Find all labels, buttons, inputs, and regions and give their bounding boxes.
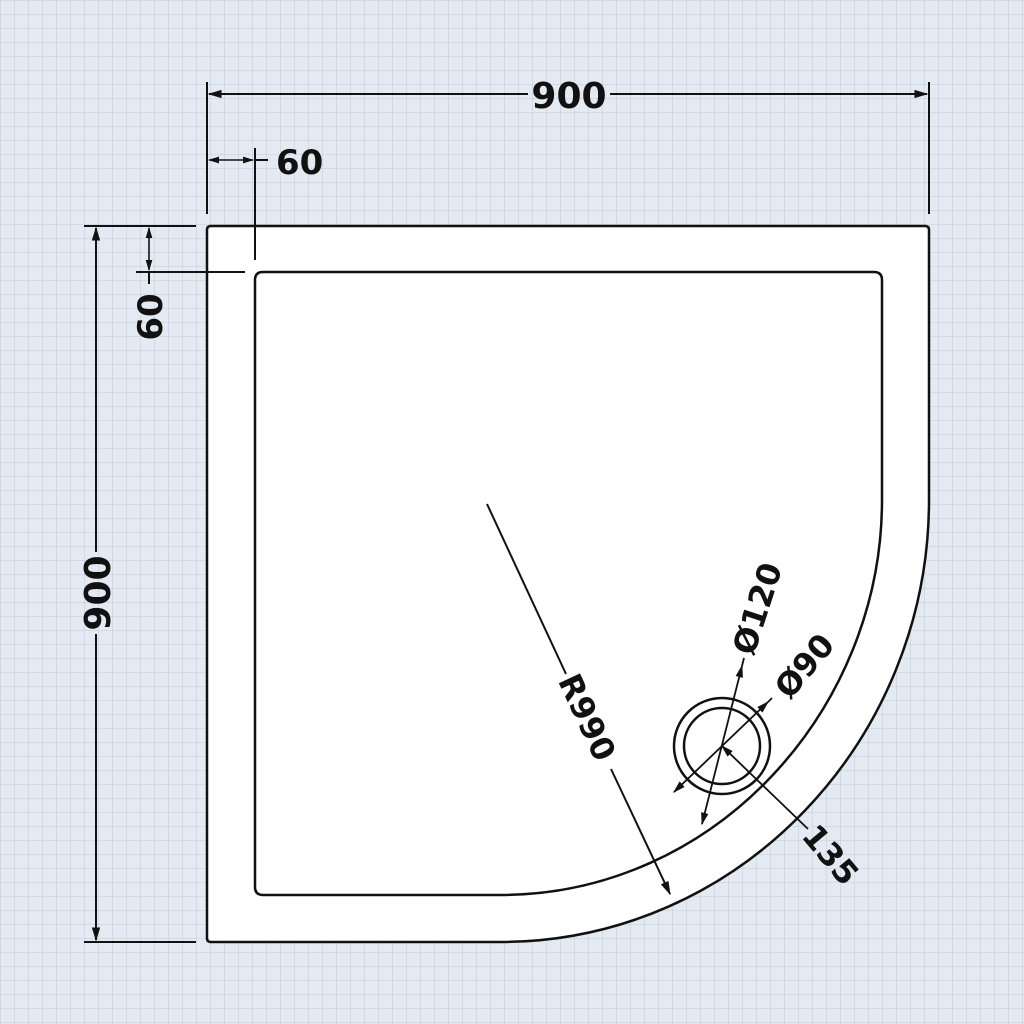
width-label: 900 [531,76,606,117]
rim-top-dimension: 60 [207,143,323,260]
rim-top-label: 60 [276,143,323,183]
rim-side-label: 60 [131,293,171,340]
rim-side-dimension: 60 [131,226,245,341]
depth-dimension: 900 [78,225,196,943]
depth-label: 900 [78,555,119,630]
waste-offset-label: 135 [794,817,866,893]
width-dimension: 900 [206,76,930,214]
